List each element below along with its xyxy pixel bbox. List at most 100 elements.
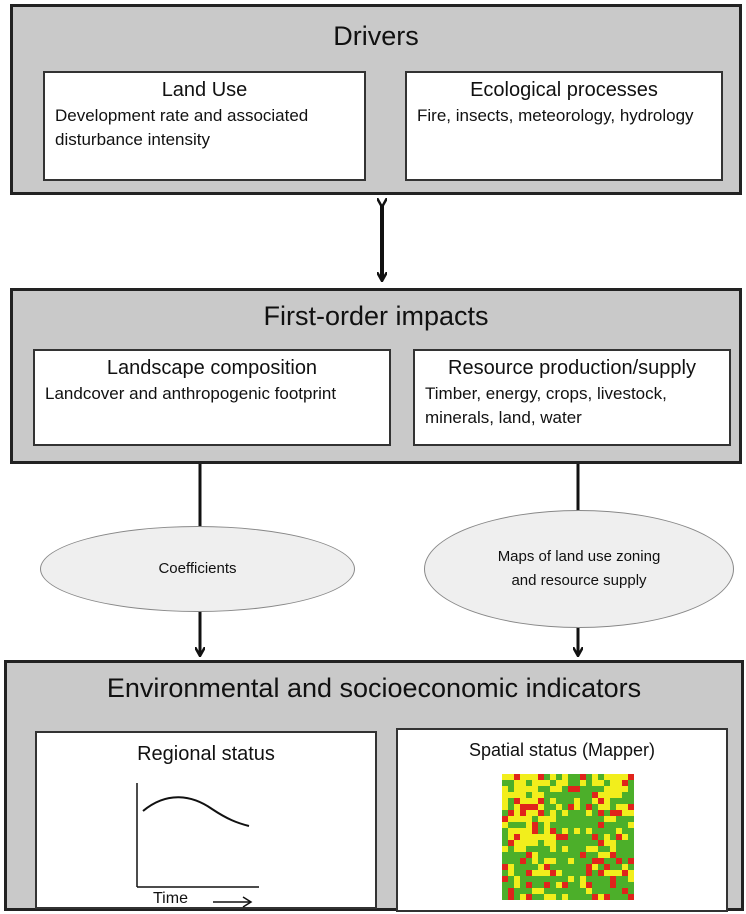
map-cell bbox=[532, 798, 538, 804]
map-cell bbox=[628, 894, 634, 900]
map-cell bbox=[586, 870, 592, 876]
map-cell bbox=[580, 882, 586, 888]
map-cell bbox=[556, 870, 562, 876]
map-cell bbox=[544, 834, 550, 840]
map-cell bbox=[532, 888, 538, 894]
map-cell bbox=[550, 846, 556, 852]
map-cell bbox=[562, 828, 568, 834]
map-cell bbox=[562, 894, 568, 900]
landscape-box: Landscape composition Landcover and anth… bbox=[33, 349, 391, 446]
map-cell bbox=[526, 774, 532, 780]
map-cell bbox=[526, 804, 532, 810]
map-cell bbox=[550, 798, 556, 804]
map-cell bbox=[514, 774, 520, 780]
map-cell bbox=[616, 792, 622, 798]
map-cell bbox=[586, 864, 592, 870]
spatial-box: Spatial status (Mapper) bbox=[396, 728, 728, 912]
map-cell bbox=[592, 894, 598, 900]
map-cell bbox=[556, 804, 562, 810]
map-cell bbox=[610, 780, 616, 786]
map-cell bbox=[556, 882, 562, 888]
map-cell bbox=[592, 798, 598, 804]
map-cell bbox=[526, 840, 532, 846]
regional-graph bbox=[136, 783, 259, 908]
map-cell bbox=[544, 858, 550, 864]
resource-box: Resource production/supply Timber, energ… bbox=[413, 349, 731, 446]
map-cell bbox=[556, 780, 562, 786]
map-cell bbox=[562, 810, 568, 816]
map-cell bbox=[562, 774, 568, 780]
map-cell bbox=[532, 774, 538, 780]
map-cell bbox=[622, 864, 628, 870]
map-cell bbox=[514, 804, 520, 810]
land-use-title: Land Use bbox=[161, 79, 248, 101]
map-cell bbox=[544, 816, 550, 822]
map-cell bbox=[508, 840, 514, 846]
map-cell bbox=[616, 828, 622, 834]
map-cell bbox=[502, 786, 508, 792]
spatial-title: Spatial status (Mapper) bbox=[468, 740, 656, 760]
map-cell bbox=[544, 882, 550, 888]
map-cell bbox=[604, 816, 610, 822]
map-cell bbox=[544, 894, 550, 900]
map-cell bbox=[598, 804, 604, 810]
map-cell bbox=[514, 780, 520, 786]
time-arrow-head bbox=[242, 896, 253, 908]
map-cell bbox=[550, 870, 556, 876]
map-cell bbox=[526, 882, 532, 888]
land-use-box: Land Use Development rate and associated… bbox=[43, 71, 366, 181]
map-cell bbox=[586, 828, 592, 834]
map-cell bbox=[598, 798, 604, 804]
map-cell bbox=[622, 834, 628, 840]
map-cell bbox=[508, 810, 514, 816]
map-cell bbox=[574, 798, 580, 804]
map-cell bbox=[526, 816, 532, 822]
map-cell bbox=[610, 870, 616, 876]
map-cell bbox=[538, 834, 544, 840]
map-cell bbox=[514, 786, 520, 792]
map-cell bbox=[532, 840, 538, 846]
map-cell bbox=[538, 870, 544, 876]
map-cell bbox=[526, 852, 532, 858]
map-cell bbox=[580, 774, 586, 780]
map-cell bbox=[538, 816, 544, 822]
map-cell bbox=[598, 792, 604, 798]
map-cell bbox=[574, 786, 580, 792]
map-cell bbox=[586, 810, 592, 816]
map-cell bbox=[532, 786, 538, 792]
map-cell bbox=[604, 798, 610, 804]
landscape-title: Landscape composition bbox=[106, 357, 318, 379]
regional-title: Regional status bbox=[137, 743, 275, 765]
map-cell bbox=[610, 792, 616, 798]
map-cell bbox=[532, 834, 538, 840]
map-cell bbox=[508, 894, 514, 900]
map-cell bbox=[550, 786, 556, 792]
map-cell bbox=[598, 858, 604, 864]
map-cell bbox=[592, 864, 598, 870]
map-cell bbox=[604, 864, 610, 870]
map-cell bbox=[604, 834, 610, 840]
map-cell bbox=[616, 786, 622, 792]
map-cell bbox=[532, 822, 538, 828]
map-cell bbox=[604, 786, 610, 792]
map-cell bbox=[610, 786, 616, 792]
map-cell bbox=[508, 792, 514, 798]
landscape-body: Landcover and anthropogenic footprint bbox=[45, 384, 337, 403]
map-cell bbox=[622, 810, 628, 816]
map-cell bbox=[598, 870, 604, 876]
map-cell bbox=[616, 858, 622, 864]
map-cell bbox=[628, 774, 634, 780]
map-cell bbox=[502, 804, 508, 810]
map-cell bbox=[532, 870, 538, 876]
map-cell bbox=[520, 774, 526, 780]
map-cell bbox=[580, 780, 586, 786]
map-cell bbox=[526, 828, 532, 834]
map-cell bbox=[520, 828, 526, 834]
indicators-title: Environmental and socioeconomic indicato… bbox=[106, 673, 642, 703]
ecological-title: Ecological processes bbox=[470, 79, 658, 101]
map-cell bbox=[502, 846, 508, 852]
map-cell bbox=[568, 858, 574, 864]
map-cell bbox=[508, 816, 514, 822]
map-cell bbox=[592, 846, 598, 852]
resource-title: Resource production/supply bbox=[448, 357, 696, 379]
